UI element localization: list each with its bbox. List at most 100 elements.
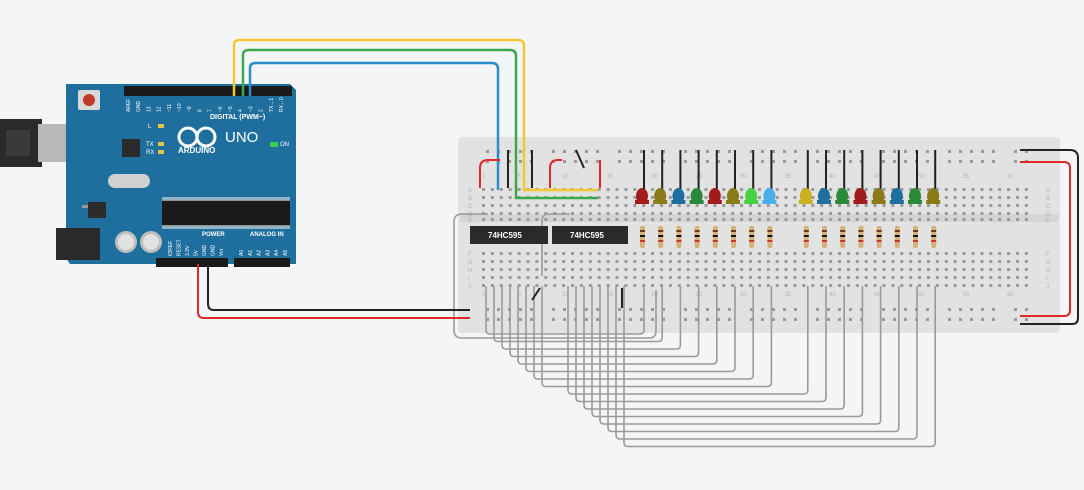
breadboard-hole[interactable]	[677, 218, 681, 221]
breadboard-hole[interactable]	[864, 218, 868, 221]
breadboard-hole[interactable]	[882, 284, 886, 287]
breadboard-hole[interactable]	[535, 218, 539, 221]
breadboard-hole[interactable]	[713, 218, 717, 221]
gray-wire[interactable]	[591, 286, 864, 418]
breadboard-hole[interactable]	[740, 212, 744, 215]
breadboard-hole[interactable]	[918, 218, 922, 221]
breadboard-hole[interactable]	[553, 260, 557, 263]
breadboard-hole[interactable]	[490, 196, 494, 199]
breadboard-hole[interactable]	[571, 284, 574, 287]
rail-hole[interactable]	[783, 150, 786, 153]
rail-hole[interactable]	[750, 308, 753, 311]
breadboard-hole[interactable]	[508, 196, 512, 199]
breadboard-hole[interactable]	[766, 268, 770, 271]
breadboard-hole[interactable]	[553, 252, 557, 255]
breadboard-hole[interactable]	[562, 252, 566, 255]
breadboard-hole[interactable]	[873, 212, 877, 215]
breadboard-hole[interactable]	[571, 252, 574, 255]
breadboard-hole[interactable]	[704, 204, 708, 207]
breadboard-hole[interactable]	[820, 252, 824, 255]
breadboard-hole[interactable]	[855, 252, 859, 255]
breadboard-hole[interactable]	[482, 196, 485, 199]
rail-hole[interactable]	[717, 308, 720, 311]
breadboard-hole[interactable]	[526, 218, 530, 221]
breadboard-hole[interactable]	[579, 212, 583, 215]
breadboard-hole[interactable]	[642, 218, 646, 221]
rail-hole[interactable]	[552, 318, 555, 321]
breadboard-hole[interactable]	[846, 188, 850, 191]
breadboard-hole[interactable]	[526, 268, 530, 271]
breadboard-hole[interactable]	[579, 252, 583, 255]
signal-wires[interactable]	[197, 38, 1079, 325]
breadboard-hole[interactable]	[935, 276, 939, 279]
rail-hole[interactable]	[981, 308, 984, 311]
breadboard-hole[interactable]	[597, 196, 601, 199]
breadboard-hole[interactable]	[784, 268, 788, 271]
breadboard-hole[interactable]	[482, 260, 485, 263]
breadboard-hole[interactable]	[713, 284, 717, 287]
breadboard-hole[interactable]	[989, 196, 993, 199]
arduino-uno-board[interactable]: ARDUINO UNO DIGITAL (PWM~) ON L TX RX PO…	[56, 84, 296, 267]
rail-hole[interactable]	[651, 150, 654, 153]
breadboard-hole[interactable]	[873, 260, 877, 263]
breadboard-hole[interactable]	[553, 268, 557, 271]
breadboard-hole[interactable]	[535, 204, 539, 207]
breadboard-hole[interactable]	[624, 260, 628, 263]
rail-hole[interactable]	[585, 150, 588, 153]
breadboard-hole[interactable]	[980, 268, 984, 271]
rail-hole[interactable]	[959, 318, 962, 321]
breadboard-hole[interactable]	[677, 204, 681, 207]
breadboard-hole[interactable]	[553, 276, 557, 279]
breadboard-hole[interactable]	[660, 252, 663, 255]
breadboard-hole[interactable]	[704, 188, 708, 191]
breadboard-hole[interactable]	[482, 268, 485, 271]
breadboard-hole[interactable]	[918, 268, 922, 271]
breadboard-hole[interactable]	[677, 276, 681, 279]
breadboard-hole[interactable]	[544, 260, 548, 263]
gray-wire[interactable]	[453, 213, 657, 339]
breadboard-hole[interactable]	[846, 252, 850, 255]
breadboard-hole[interactable]	[775, 284, 779, 287]
breadboard-hole[interactable]	[615, 196, 619, 199]
breadboard-hole[interactable]	[998, 204, 1002, 207]
rail-hole[interactable]	[893, 308, 896, 311]
breadboard-hole[interactable]	[918, 276, 922, 279]
rail-hole[interactable]	[706, 318, 709, 321]
rail-hole[interactable]	[816, 308, 819, 311]
breadboard-hole[interactable]	[820, 212, 824, 215]
breadboard-hole[interactable]	[793, 218, 797, 221]
breadboard-hole[interactable]	[704, 196, 708, 199]
breadboard-hole[interactable]	[855, 268, 859, 271]
breadboard-hole[interactable]	[757, 260, 761, 263]
breadboard-hole[interactable]	[909, 260, 913, 263]
breadboard-hole[interactable]	[606, 212, 610, 215]
rail-hole[interactable]	[761, 160, 764, 163]
breadboard-hole[interactable]	[686, 260, 690, 263]
breadboard-hole[interactable]	[757, 268, 761, 271]
breadboard-hole[interactable]	[553, 218, 557, 221]
breadboard-hole[interactable]	[722, 284, 726, 287]
breadboard-hole[interactable]	[811, 268, 815, 271]
rail-hole[interactable]	[640, 150, 643, 153]
breadboard-hole[interactable]	[651, 196, 655, 199]
breadboard-hole[interactable]	[989, 204, 993, 207]
rail-hole[interactable]	[497, 308, 500, 311]
breadboard-hole[interactable]	[802, 260, 806, 263]
breadboard-hole[interactable]	[829, 218, 833, 221]
breadboard-hole[interactable]	[642, 260, 646, 263]
breadboard-hole[interactable]	[820, 268, 824, 271]
breadboard-hole[interactable]	[757, 284, 761, 287]
breadboard-hole[interactable]	[935, 204, 939, 207]
rail-hole[interactable]	[750, 160, 753, 163]
breadboard-hole[interactable]	[971, 204, 975, 207]
breadboard-hole[interactable]	[775, 188, 779, 191]
rail-hole[interactable]	[794, 150, 797, 153]
breadboard-hole[interactable]	[606, 188, 610, 191]
rail-hole[interactable]	[629, 308, 632, 311]
breadboard-hole[interactable]	[793, 276, 797, 279]
breadboard-hole[interactable]	[704, 218, 708, 221]
rail-hole[interactable]	[486, 150, 489, 153]
breadboard-hole[interactable]	[642, 212, 646, 215]
breadboard-hole[interactable]	[588, 260, 592, 263]
